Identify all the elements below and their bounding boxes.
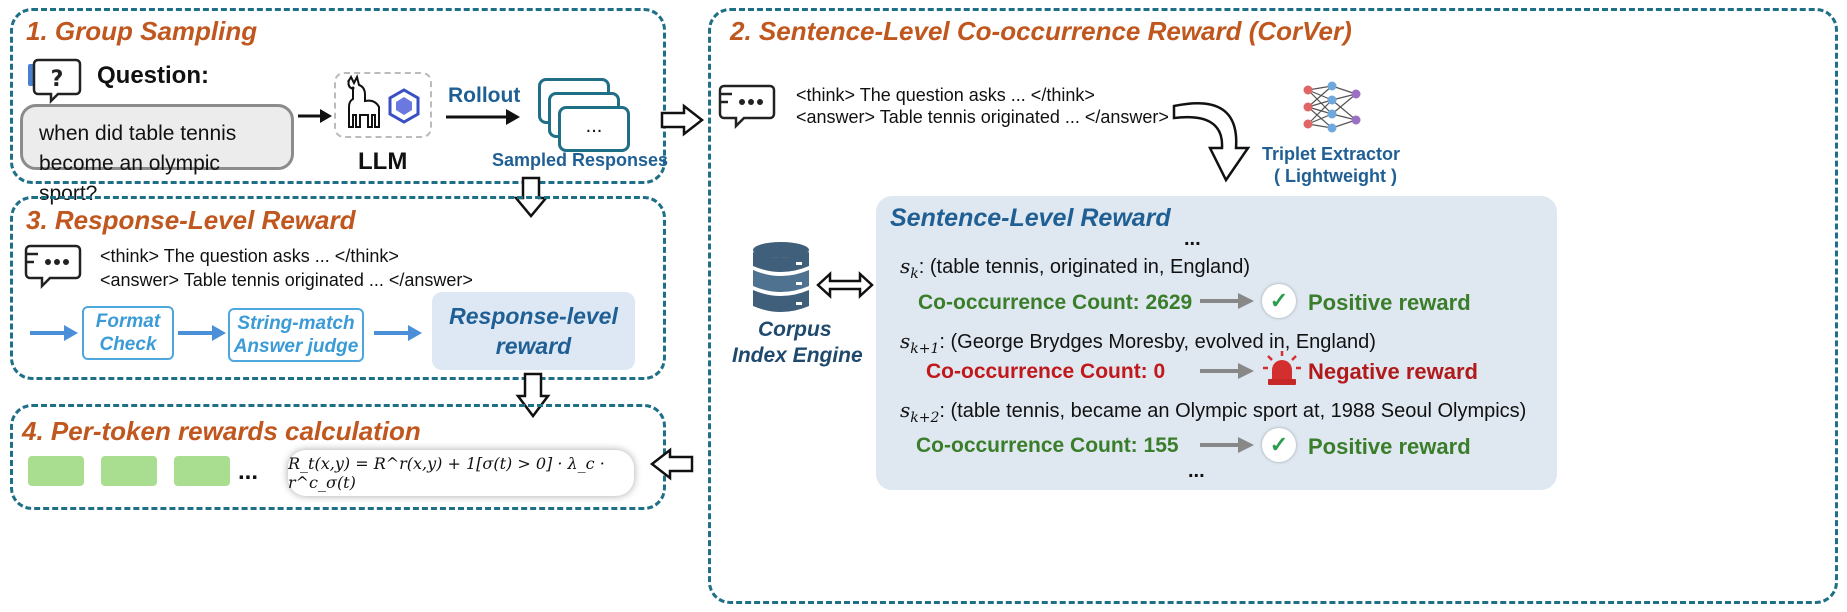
question-chat-icon: ? bbox=[28, 58, 82, 105]
reward-formula-text: R_t(x,y) = R^r(x,y) + 1[σ(t) > 0] · λ_c … bbox=[288, 454, 605, 492]
question-text: when did table tennis become an olympic … bbox=[39, 122, 237, 205]
check-icon: ✓ bbox=[1262, 284, 1296, 318]
group-sampling-panel bbox=[10, 8, 666, 184]
rollout-label: Rollout bbox=[448, 84, 521, 107]
sentence-k1-symbol: s bbox=[900, 329, 911, 353]
format-check-line1: Format bbox=[95, 311, 161, 332]
alarm-icon bbox=[1263, 351, 1301, 385]
question-to-llm-arrow bbox=[298, 109, 332, 123]
sentence-k2-reward: Positive reward bbox=[1308, 434, 1471, 459]
sampled-responses-label: Sampled Responses bbox=[492, 150, 669, 170]
sentence-k2-text: : (table tennis, became an Olympic sport… bbox=[939, 400, 1527, 422]
llama-icon bbox=[347, 74, 380, 128]
corver-chat-icon bbox=[718, 84, 776, 130]
sentence-k-reward: Positive reward bbox=[1308, 290, 1471, 315]
sentence-k-arrow bbox=[1200, 293, 1254, 309]
hollow-arrow-left bbox=[649, 447, 694, 481]
token-ellipsis: ... bbox=[238, 458, 259, 485]
token-bar-3 bbox=[174, 456, 230, 486]
question-label: Question: bbox=[97, 62, 209, 89]
sentence-k-symbol: s bbox=[900, 254, 911, 278]
sentence-k-text: : (table tennis, originated in, England) bbox=[918, 256, 1251, 278]
token-bar-1 bbox=[28, 456, 84, 486]
corver-think-line: <think> The question asks ... </think> bbox=[796, 85, 1095, 105]
sentence-k2-arrow bbox=[1200, 437, 1254, 453]
sentence-k-count: Co-occurrence Count: 2629 bbox=[918, 291, 1193, 314]
llm-label: LLM bbox=[358, 148, 408, 175]
sentence-reward-title: Sentence-Level Reward bbox=[890, 204, 1171, 232]
pipeline-arrow-2 bbox=[178, 325, 226, 341]
string-match-line2: Answer judge bbox=[233, 336, 359, 357]
curved-arrow bbox=[1172, 101, 1251, 183]
sentence-k2-triplet: sk+2: (table tennis, became an Olympic s… bbox=[900, 398, 1526, 426]
response-reward-panel bbox=[10, 196, 666, 380]
sentence-k1-reward: Negative reward bbox=[1308, 359, 1478, 384]
svg-text:?: ? bbox=[51, 67, 64, 92]
corpus-label: Corpus bbox=[758, 318, 832, 341]
response-think-line: <think> The question asks ... </think> bbox=[100, 246, 399, 266]
sentence-k2-subscript: k+2 bbox=[910, 410, 940, 426]
check-icon-2: ✓ bbox=[1262, 428, 1296, 462]
sentence-k1-count: Co-occurrence Count: 0 bbox=[926, 360, 1166, 383]
hollow-arrow-right bbox=[660, 103, 705, 137]
sentence-k1-text: : (George Brydges Moresby, evolved in, E… bbox=[939, 331, 1376, 353]
database-icon bbox=[753, 242, 809, 312]
response-card-front: ... bbox=[558, 106, 630, 152]
corver-answer-line: <answer> Table tennis originated ... </a… bbox=[796, 107, 1169, 127]
sentence-reward-panel bbox=[876, 196, 1557, 490]
chat-icon bbox=[24, 244, 82, 290]
response-card-ellipsis: ... bbox=[585, 115, 603, 137]
per-token-title: 4. Per-token rewards calculation bbox=[22, 416, 421, 446]
response-level-reward-box: Response-level reward bbox=[432, 292, 635, 370]
extractor-label: Triplet Extractor bbox=[1262, 144, 1401, 164]
sentence-k1-arrow bbox=[1200, 363, 1254, 379]
rollout-arrow bbox=[446, 109, 520, 125]
response-answer-line: <answer> Table tennis originated ... </a… bbox=[100, 270, 473, 290]
token-bar-2 bbox=[101, 456, 157, 486]
sentence-k-triplet: sk: (table tennis, originated in, Englan… bbox=[900, 254, 1250, 282]
group-sampling-title: 1. Group Sampling bbox=[26, 16, 258, 46]
sentence-k2-symbol: s bbox=[900, 398, 911, 422]
sentence-k-subscript: k bbox=[910, 266, 919, 282]
corver-title: 2. Sentence-Level Co-occurrence Reward (… bbox=[730, 16, 1352, 46]
extractor-sublabel: ( Lightweight ) bbox=[1274, 166, 1397, 186]
model-logo-icon bbox=[388, 88, 420, 124]
bottom-dots: ... bbox=[1188, 460, 1205, 482]
sentence-k1-triplet: sk+1: (George Brydges Moresby, evolved i… bbox=[900, 329, 1376, 357]
response-reward-title: 3. Response-Level Reward bbox=[26, 205, 356, 235]
format-check-line2: Check bbox=[99, 334, 157, 355]
response-reward-line1: Response-level bbox=[449, 303, 618, 329]
top-dots: ... bbox=[1184, 228, 1201, 250]
corver-panel bbox=[708, 8, 1838, 604]
response-reward-line2: reward bbox=[495, 333, 572, 359]
double-arrow bbox=[816, 271, 874, 299]
pipeline-arrow-3 bbox=[374, 325, 422, 341]
sentence-k2-count: Co-occurrence Count: 155 bbox=[916, 434, 1179, 457]
sentence-k1-subscript: k+1 bbox=[910, 341, 940, 357]
pipeline-arrow-1 bbox=[30, 325, 78, 341]
index-engine-label: Index Engine bbox=[732, 344, 863, 367]
llm-icons-box bbox=[334, 72, 432, 138]
neural-network-icon bbox=[1303, 81, 1361, 133]
question-box: when did table tennis become an olympic … bbox=[20, 104, 294, 205]
string-match-line1: String-match bbox=[237, 313, 355, 334]
reward-formula: R_t(x,y) = R^r(x,y) + 1[σ(t) > 0] · λ_c … bbox=[288, 450, 634, 496]
